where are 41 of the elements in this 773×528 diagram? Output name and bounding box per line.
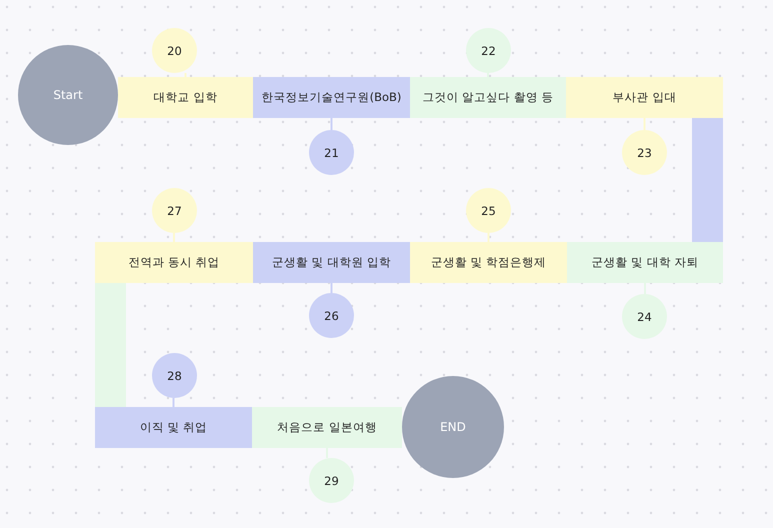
age-label: 27 xyxy=(167,204,182,218)
event-label: 한국정보기술연구원(BoB) xyxy=(262,90,402,105)
event-label: 전역과 동시 취업 xyxy=(128,255,220,270)
timeline-box xyxy=(95,407,252,448)
leader-line xyxy=(330,283,332,293)
timeline-box xyxy=(252,407,402,448)
age-label: 29 xyxy=(324,474,339,488)
connector-band xyxy=(692,118,723,242)
timeline-box xyxy=(118,77,253,118)
event-label: 군생활 및 대학 자퇴 xyxy=(592,255,698,270)
leader-line xyxy=(173,233,175,242)
timeline-box xyxy=(253,77,410,118)
connector-band xyxy=(95,283,126,407)
event-label: 군생활 및 대학원 입학 xyxy=(272,255,391,270)
leader-line xyxy=(184,73,186,77)
event-label: 그것이 알고싶다 촬영 등 xyxy=(422,90,554,105)
age-label: 23 xyxy=(637,146,652,160)
timeline-box xyxy=(566,77,723,118)
leader-line xyxy=(644,118,646,130)
timeline-box xyxy=(410,77,566,118)
age-label: 20 xyxy=(167,44,182,58)
event-label: 군생활 및 학점은행제 xyxy=(430,255,546,270)
age-label: 28 xyxy=(167,368,182,382)
event-label: 부사관 입대 xyxy=(612,90,676,105)
terminal-label: Start xyxy=(53,88,83,102)
age-label: 26 xyxy=(324,308,339,322)
leader-line xyxy=(330,118,332,130)
timeline-box xyxy=(95,242,253,283)
event-label: 이직 및 취업 xyxy=(140,420,208,435)
event-label: 대학교 입학 xyxy=(154,90,218,105)
leader-line xyxy=(488,233,490,242)
age-label: 21 xyxy=(324,146,339,160)
timeline-box xyxy=(567,242,723,283)
age-label: 25 xyxy=(481,204,496,218)
timeline-box xyxy=(253,242,410,283)
leader-line xyxy=(172,398,174,407)
terminal-label: END xyxy=(440,420,466,434)
age-label: 24 xyxy=(637,310,652,324)
timeline-box xyxy=(410,242,567,283)
age-label: 22 xyxy=(481,44,496,58)
event-label: 처음으로 일본여행 xyxy=(277,420,377,435)
